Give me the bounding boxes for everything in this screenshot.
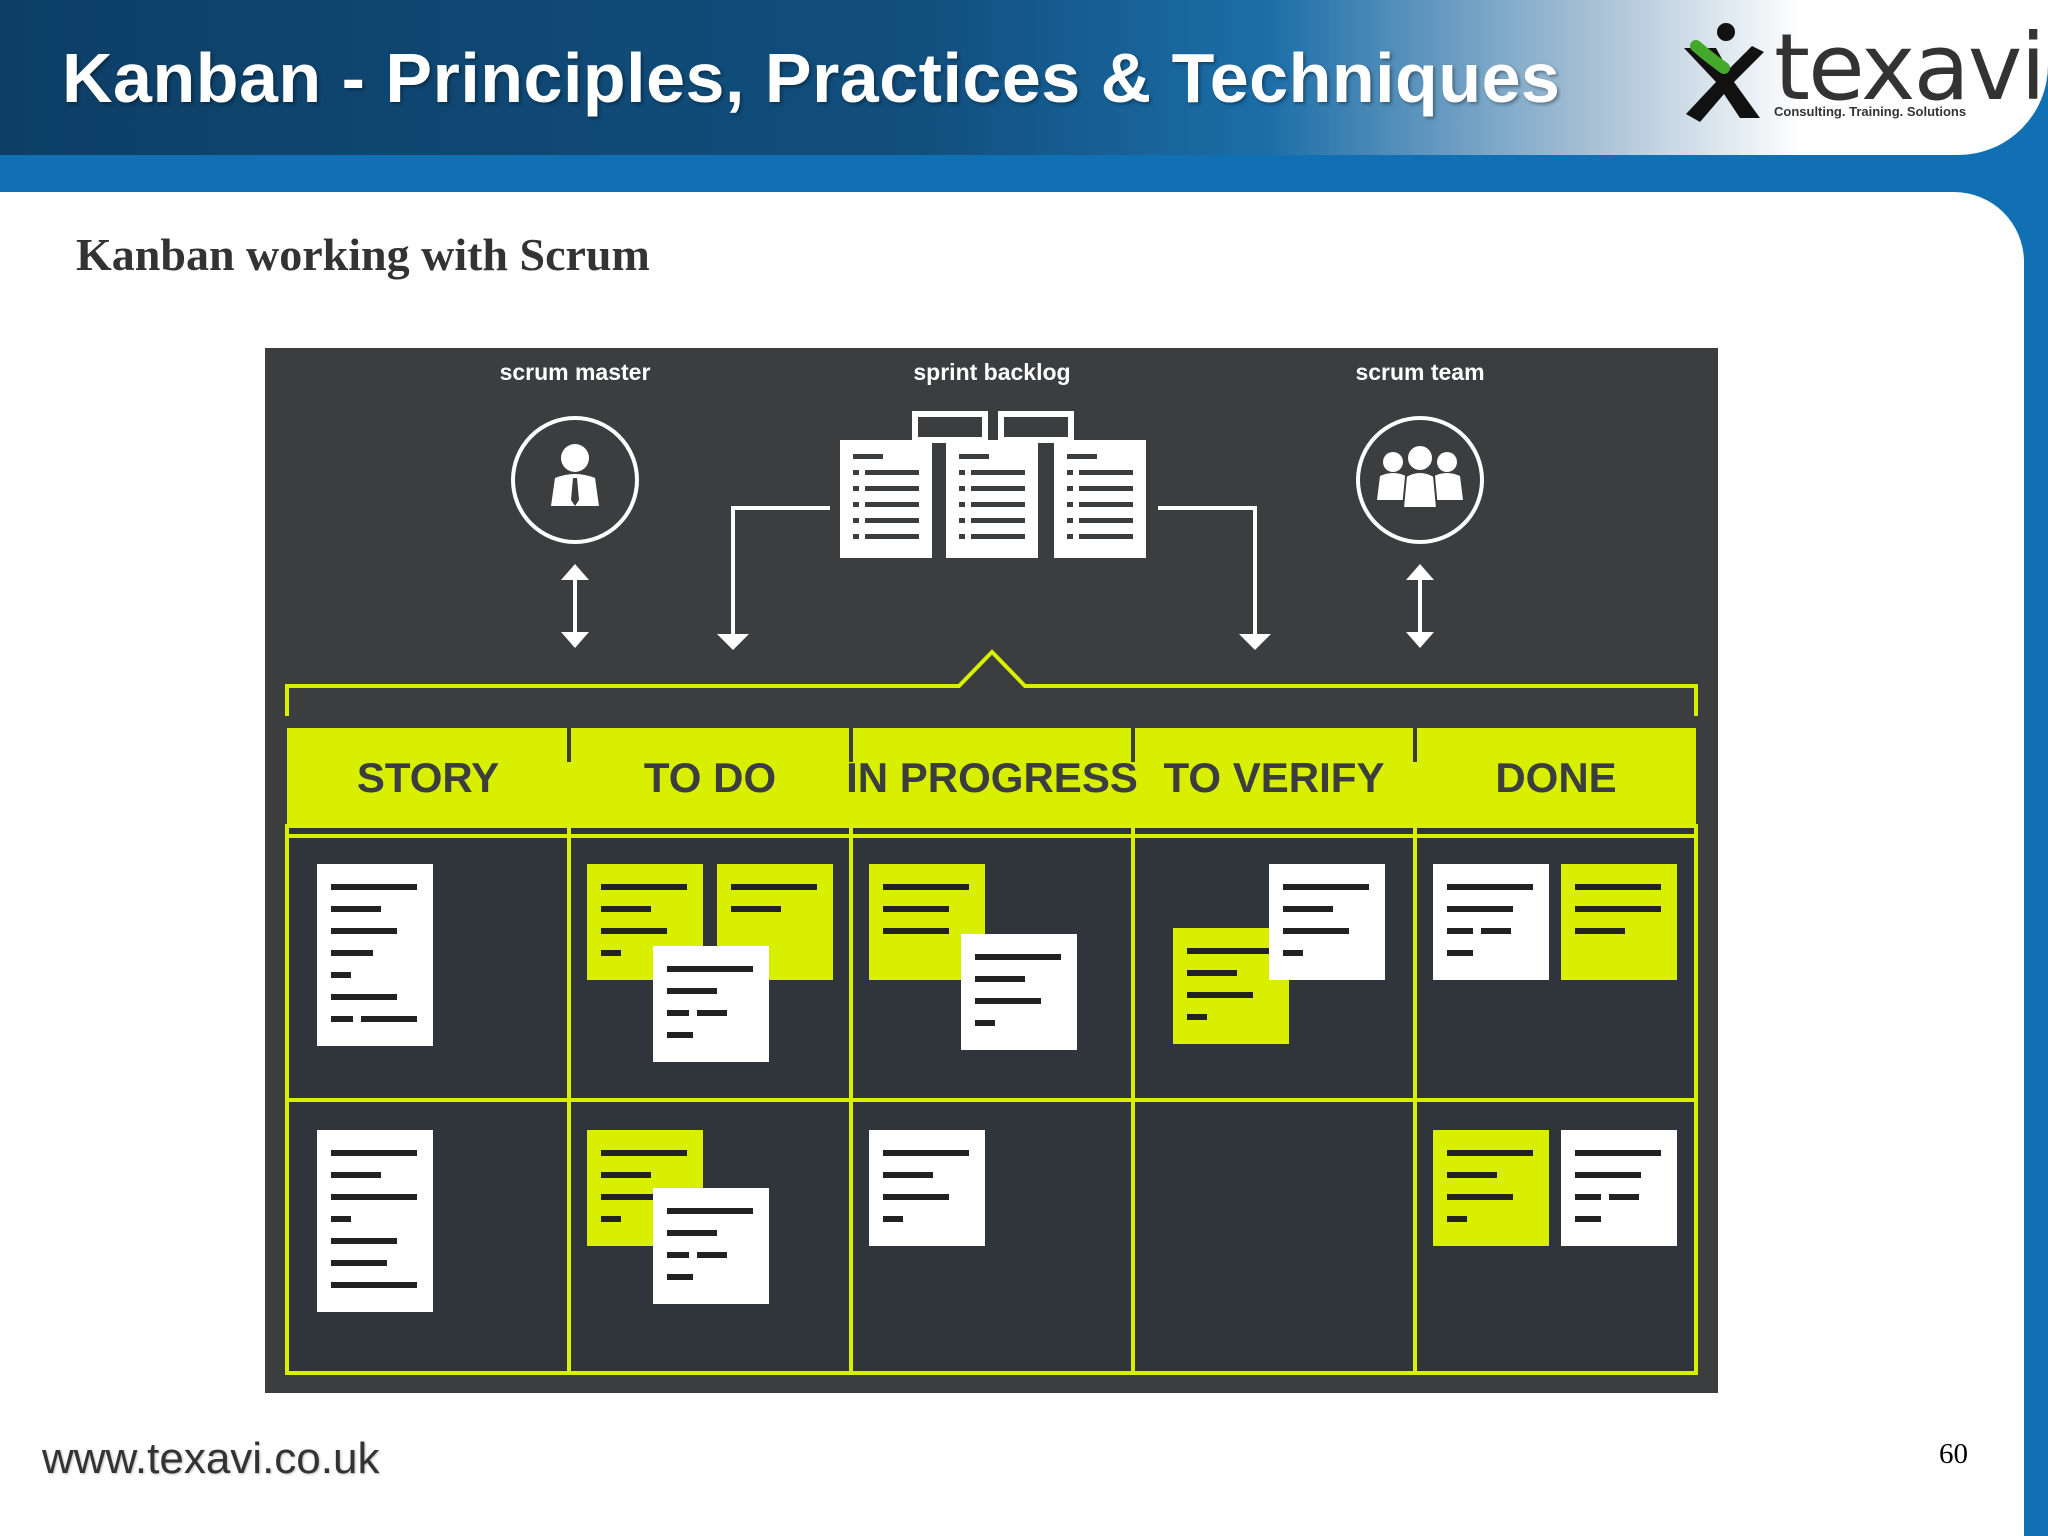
column-done: DONE (1495, 754, 1616, 801)
footer-url: www.texavi.co.uk (42, 1434, 380, 1483)
story-card (317, 864, 433, 1046)
label-scrum-master: scrum master (500, 359, 651, 385)
task-card (1561, 864, 1677, 980)
task-card (1433, 864, 1549, 980)
texavi-logo: texavi Consulting. Training. Solutions (1676, 14, 2046, 128)
column-in-progress: IN PROGRESS (846, 754, 1138, 801)
board-bracket (285, 649, 1698, 716)
task-card (1433, 1130, 1549, 1246)
column-header-bar (287, 728, 1696, 826)
kanban-scrum-diagram: scrum master sprint backlog scrum team (265, 348, 1718, 1393)
logo-word: texavi (1774, 14, 2046, 121)
story-card (317, 1130, 433, 1312)
logo-tagline: Consulting. Training. Solutions (1774, 104, 1967, 119)
task-card (1173, 928, 1289, 1044)
page-number: 60 (1939, 1438, 1968, 1470)
board-grid (285, 824, 1698, 1375)
task-card (961, 934, 1077, 1050)
page-title: Kanban - Principles, Practices & Techniq… (62, 39, 1561, 117)
documents-icon (840, 411, 1146, 558)
header-bar (0, 0, 2048, 155)
slide-subtitle: Kanban working with Scrum (76, 229, 650, 280)
task-card (653, 1188, 769, 1304)
arrow-heads (561, 564, 1434, 650)
flow-arrows (573, 506, 1422, 642)
column-to-do: TO DO (644, 754, 776, 801)
label-sprint-backlog: sprint backlog (913, 359, 1070, 385)
task-card (1269, 864, 1385, 980)
label-scrum-team: scrum team (1355, 359, 1484, 385)
header-tick-marks (567, 728, 1417, 762)
task-card (869, 1130, 985, 1246)
task-card (653, 946, 769, 1062)
group-icon (1356, 416, 1484, 544)
x-figure-icon (1684, 23, 1764, 122)
column-story: STORY (357, 754, 499, 801)
column-to-verify: TO VERIFY (1164, 754, 1385, 801)
person-icon (511, 416, 639, 544)
task-card (1561, 1130, 1677, 1246)
